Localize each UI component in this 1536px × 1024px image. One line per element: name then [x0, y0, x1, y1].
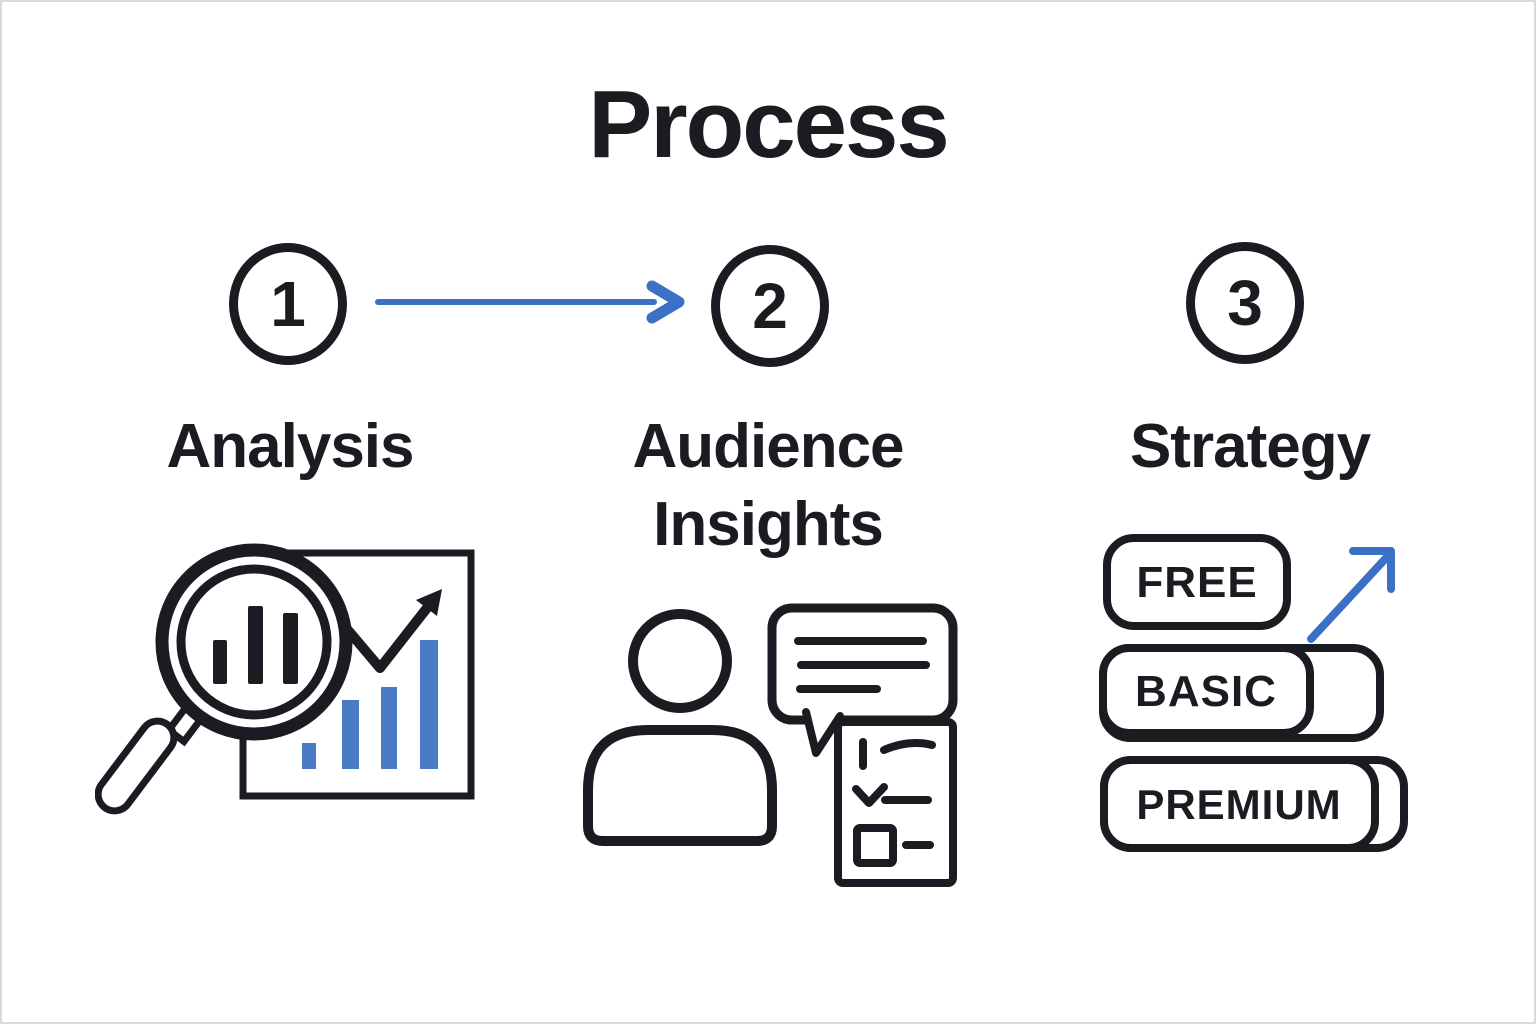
step-2-label: Audience Insights	[568, 408, 968, 564]
page-title: Process	[588, 71, 950, 178]
step-3-badge: 3	[1186, 242, 1304, 364]
tier-premium-label: PREMIUM	[1136, 781, 1341, 828]
growth-arrow-icon	[1307, 547, 1395, 643]
tier-premium: PREMIUM	[1100, 756, 1408, 852]
lens-bars	[213, 606, 298, 684]
blue-bars	[302, 640, 438, 769]
person-icon	[583, 609, 777, 846]
step-2-label-line-2: Insights	[653, 490, 884, 559]
tier-free: FREE	[1103, 534, 1291, 630]
magnifier-icon	[95, 543, 353, 815]
tier-basic: BASIC	[1099, 644, 1384, 742]
checklist-icon	[834, 718, 957, 887]
step-1-label: Analysis	[166, 412, 414, 481]
person-feedback-checklist-icon	[583, 603, 958, 887]
trend-arrow-icon	[342, 589, 442, 673]
pricing-tiers-growth-icon: FREE BASIC PREMIUM	[1099, 534, 1408, 852]
step-1-number: 1	[270, 268, 306, 340]
arrow-right-icon	[375, 280, 685, 324]
step-2-badge: 2	[711, 245, 829, 367]
step-1-badge: 1	[229, 243, 347, 365]
magnifier-bar-chart-icon	[95, 543, 475, 815]
tier-basic-label: BASIC	[1135, 667, 1277, 716]
step-2-label-line-1: Audience	[632, 412, 904, 481]
step-2-number: 2	[752, 270, 788, 342]
step-3-number: 3	[1227, 267, 1263, 339]
tier-free-label: FREE	[1136, 558, 1257, 607]
speech-bubble-icon	[767, 603, 958, 757]
step-3-label: Strategy	[1129, 412, 1371, 481]
